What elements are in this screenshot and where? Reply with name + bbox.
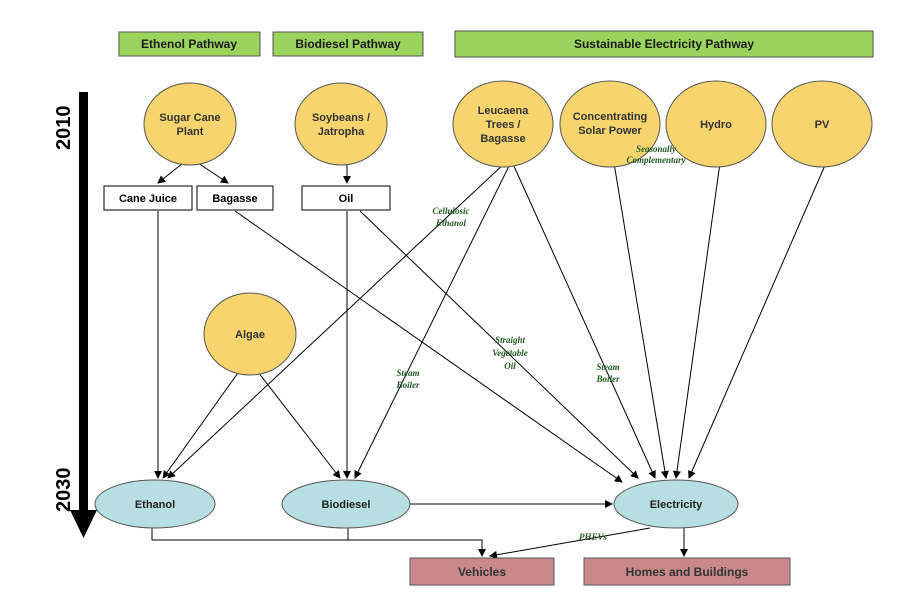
source-hydro: Hydro [665,80,767,168]
enduse-vehicles: Vehicles [409,557,555,586]
ethanol-label: Ethanol [135,499,175,511]
straight-line-3: Oil [504,361,516,371]
sugarcane-label-2: Plant [177,126,204,138]
edge-leucaena-electricity [512,163,656,479]
output-ethanol: Ethanol [94,479,216,529]
header-electricity-pathway: Sustainable Electricity Pathway [454,30,874,58]
straight-line-2: Vegetable [492,348,528,358]
cellulosic-line-1: Cellulosic [432,206,469,216]
steam2-line-2: Boiler [595,374,619,384]
edge-bagasse-electricity [234,210,623,483]
pv-label: PV [815,119,830,131]
csp-label-1: Concentrating [573,111,648,123]
electricity-label: Electricity [650,499,703,511]
edge-sugarcane-bagasse [197,162,229,184]
edge-label-straight-oil: Straight Vegetable Oil [492,335,528,371]
source-pv: PV [771,80,873,168]
soybeans-label-2: Jatropha [318,126,365,138]
enduse-homes: Homes and Buildings [583,557,791,586]
hydro-label: Hydro [700,119,732,131]
header-biodiesel-label: Biodiesel Pathway [295,37,401,51]
header-biodiesel-pathway: Biodiesel Pathway [272,31,424,57]
cane-juice-label: Cane Juice [119,193,177,205]
edge-label-cellulosic: Cellulosic Ethanol [432,206,469,228]
steam1-line-2: Boiler [395,380,419,390]
edge-sugarcane-canejuice [157,162,184,184]
homes-label: Homes and Buildings [626,565,749,579]
cellulosic-line-2: Ethanol [435,218,467,228]
header-ethanol-label: Ethenol Pathway [141,37,237,51]
edge-label-seasonally: Seasonally Complementary [627,144,687,165]
output-biodiesel: Biodiesel [281,479,411,529]
timeline-arrow: 2010 2030 [53,92,97,538]
oil-label: Oil [339,193,354,205]
box-cane-juice: Cane Juice [103,185,193,211]
steam2-line-1: Steam [596,362,619,372]
soybeans-label-1: Soybeans / [312,112,370,124]
edge-label-steam-boiler-2: Steam Boiler [595,362,619,384]
algae-label: Algae [235,329,265,341]
year-2030-label: 2030 [53,468,75,513]
edge-label-steam-boiler-1: Steam Boiler [395,368,419,390]
edge-fuels-vehicles [151,528,486,557]
sugarcane-label-1: Sugar Cane [159,112,220,124]
biodiesel-label: Biodiesel [322,499,371,511]
leucaena-label-1: Leucaena [478,105,530,117]
edge-label-phevs: PHEVs [579,532,608,542]
leucaena-label-3: Bagasse [480,133,525,145]
edge-leucaena-ethanol [167,161,507,479]
edge-algae-ethanol [162,369,241,479]
edge-hydro-electricity [673,162,721,479]
seasonally-line-1: Seasonally [636,144,677,154]
edge-electricity-vehicles [489,527,651,559]
header-ethanol-pathway: Ethenol Pathway [118,31,261,57]
edges [151,161,827,559]
edge-leucaena-biodiesel [354,163,511,479]
header-electricity-label: Sustainable Electricity Pathway [574,37,754,51]
output-electricity: Electricity [613,479,739,529]
box-oil: Oil [301,185,391,211]
source-csp: Concentrating Solar Power [559,80,661,168]
straight-line-1: Straight [495,335,526,345]
source-leucaena: Leucaena Trees / Bagasse [452,80,554,168]
vehicles-label: Vehicles [458,565,506,579]
leucaena-label-2: Trees / [486,119,521,131]
csp-label-2: Solar Power [578,125,642,137]
bagasse-label: Bagasse [212,193,257,205]
edge-pv-electricity [688,162,827,479]
source-soybeans: Soybeans / Jatropha [294,82,388,166]
seasonally-line-2: Complementary [627,155,687,165]
source-algae: Algae [203,292,297,376]
edge-algae-biodiesel [257,371,341,479]
edge-csp-electricity [613,162,669,479]
source-sugarcane: Sugar Cane Plant [143,82,237,166]
box-bagasse: Bagasse [196,185,274,211]
steam1-line-1: Steam [396,368,419,378]
year-2010-label: 2010 [53,106,75,151]
